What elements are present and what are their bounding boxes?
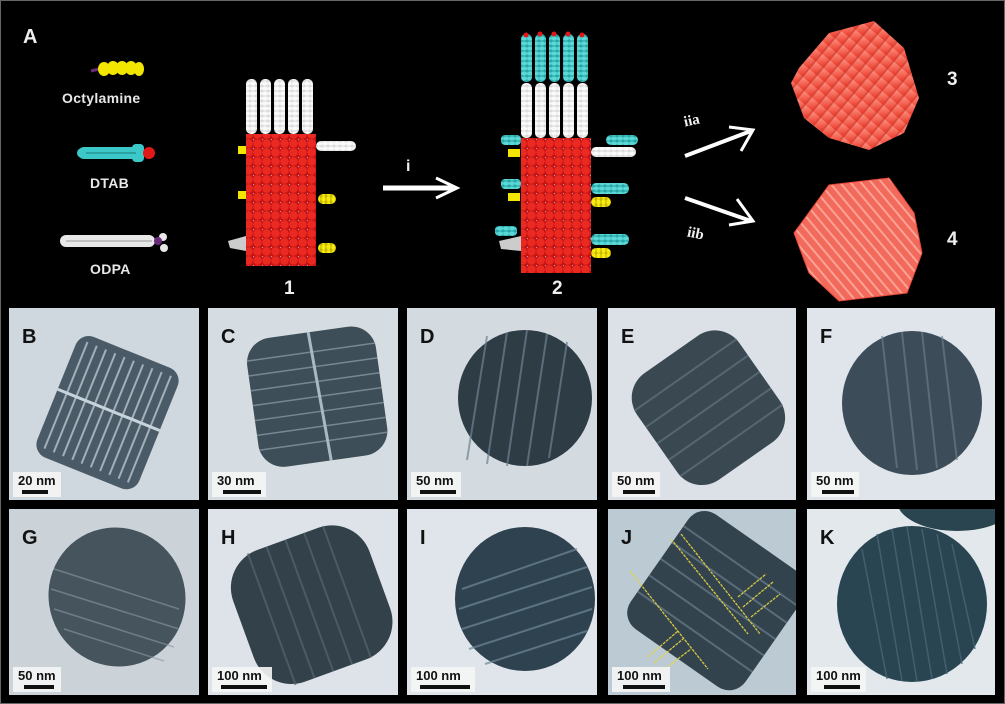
panel-label-f: F: [820, 326, 833, 348]
tem-panel-d: D 50 nm: [407, 308, 597, 500]
nanorod-structure-1: [228, 79, 356, 266]
superlattice-model-4: [793, 177, 923, 302]
panel-label-g: G: [22, 527, 38, 549]
tem-panel-h: H 100 nm: [208, 509, 398, 695]
arrow-right-icon: [383, 176, 461, 200]
octylamine-molecule-icon: [90, 61, 144, 76]
scale-bar-line: [24, 685, 54, 689]
scale-bar-label-k: 100 nm: [816, 668, 861, 683]
scale-bar-label-g: 50 nm: [18, 668, 56, 683]
octylamine-label: Octylamine: [62, 90, 141, 106]
scale-bar-f: 50 nm: [811, 472, 859, 497]
scale-bar-label-i: 100 nm: [416, 668, 461, 683]
scale-bar-label-e: 50 nm: [617, 473, 655, 488]
tem-image-g: [9, 509, 199, 695]
scale-bar-i: 100 nm: [411, 667, 475, 692]
panel-label-i: I: [420, 527, 426, 549]
tem-image-e: [608, 308, 796, 500]
panel-label-h: H: [221, 527, 236, 549]
scale-bar-label-d: 50 nm: [416, 473, 454, 488]
panel-label-c: C: [221, 326, 236, 348]
scale-bar-g: 50 nm: [13, 667, 61, 692]
scale-bar-b: 20 nm: [13, 472, 61, 497]
odpa-molecule-icon: [60, 233, 168, 252]
arrow-down-right-icon: [684, 196, 756, 227]
scale-bar-k: 100 nm: [811, 667, 866, 692]
scale-bar-h: 100 nm: [212, 667, 272, 692]
guide-lines: [629, 533, 781, 672]
scale-bar-line: [221, 685, 267, 689]
odpa-label: ODPA: [90, 261, 131, 277]
scale-bar-label-f: 50 nm: [816, 473, 854, 488]
superlattice-model-3: [791, 21, 919, 150]
tem-image-i: [407, 509, 597, 695]
scale-bar-line: [623, 490, 655, 494]
tem-panel-f: F 50 nm: [807, 308, 995, 500]
scale-bar-line: [420, 490, 456, 494]
tem-panel-i: I 100 nm: [407, 509, 597, 695]
dtab-molecule-icon: [77, 144, 155, 162]
structure-number-1: 1: [284, 278, 295, 299]
tem-image-f: [807, 308, 995, 500]
structure-number-3: 3: [947, 69, 958, 90]
scale-bar-label-h: 100 nm: [217, 668, 262, 683]
scale-bar-e: 50 nm: [612, 472, 660, 497]
tem-image-d: [407, 308, 597, 500]
dtab-label: DTAB: [90, 175, 130, 191]
panel-label-d: D: [420, 326, 435, 348]
panel-label-j: J: [621, 527, 633, 549]
panel-label-a: A: [23, 26, 38, 48]
structure-number-2: 2: [552, 278, 563, 299]
scale-bar-j: 100 nm: [612, 667, 670, 692]
tem-panel-b: B 20 nm: [9, 308, 199, 500]
tem-image-h: [208, 509, 398, 695]
panel-label-k: K: [820, 527, 835, 549]
scale-bar-c: 30 nm: [212, 472, 266, 497]
tem-panel-e: E 50 nm: [608, 308, 796, 500]
scale-bar-label-j: 100 nm: [617, 668, 662, 683]
tem-image-j: [608, 509, 796, 695]
scale-bar-label-c: 30 nm: [217, 473, 255, 488]
scale-bar-line: [822, 490, 854, 494]
scale-bar-line: [223, 490, 261, 494]
panel-label-b: B: [22, 326, 37, 348]
structure-number-4: 4: [947, 229, 958, 250]
scale-bar-line: [22, 490, 48, 494]
tem-image-k: [807, 509, 995, 695]
arrow-label-i: i: [406, 158, 411, 175]
scale-bar-d: 50 nm: [411, 472, 461, 497]
scale-bar-line: [824, 685, 860, 689]
scale-bar-label-b: 20 nm: [18, 473, 56, 488]
tem-image-b: [9, 308, 199, 500]
tem-panel-k: K 100 nm: [807, 509, 995, 695]
tem-panel-c: C 30 nm: [208, 308, 398, 500]
panel-label-e: E: [621, 326, 635, 348]
nanorod-structure-2: [495, 31, 638, 273]
scale-bar-line: [420, 685, 470, 689]
panel-a-schematic: A Octylamine DTAB: [1, 1, 1004, 302]
tem-panel-g: G 50 nm: [9, 509, 199, 695]
arrow-up-right-icon: [684, 125, 756, 158]
tem-panel-j: J 100 nm: [608, 509, 796, 695]
arrow-label-iib: iib: [685, 224, 706, 244]
scale-bar-line: [623, 685, 665, 689]
tem-image-c: [208, 308, 398, 500]
